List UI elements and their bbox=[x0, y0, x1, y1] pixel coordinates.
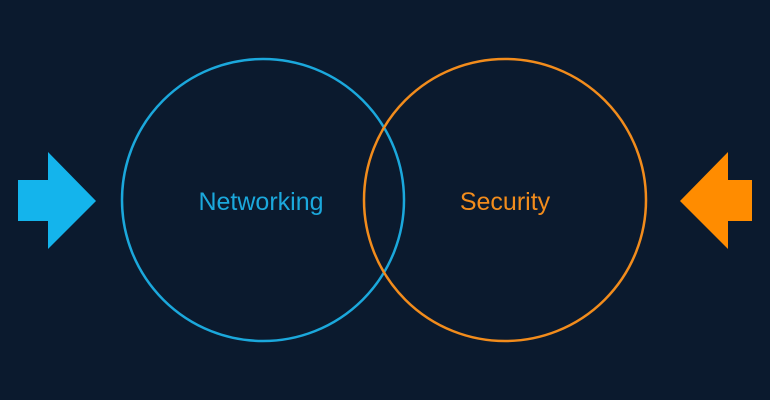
left-arrow-icon bbox=[680, 152, 752, 249]
networking-circle bbox=[120, 57, 406, 343]
networking-label: Networking bbox=[198, 188, 324, 216]
right-arrow-icon bbox=[18, 152, 96, 249]
security-circle bbox=[362, 57, 648, 343]
security-label: Security bbox=[459, 188, 551, 216]
